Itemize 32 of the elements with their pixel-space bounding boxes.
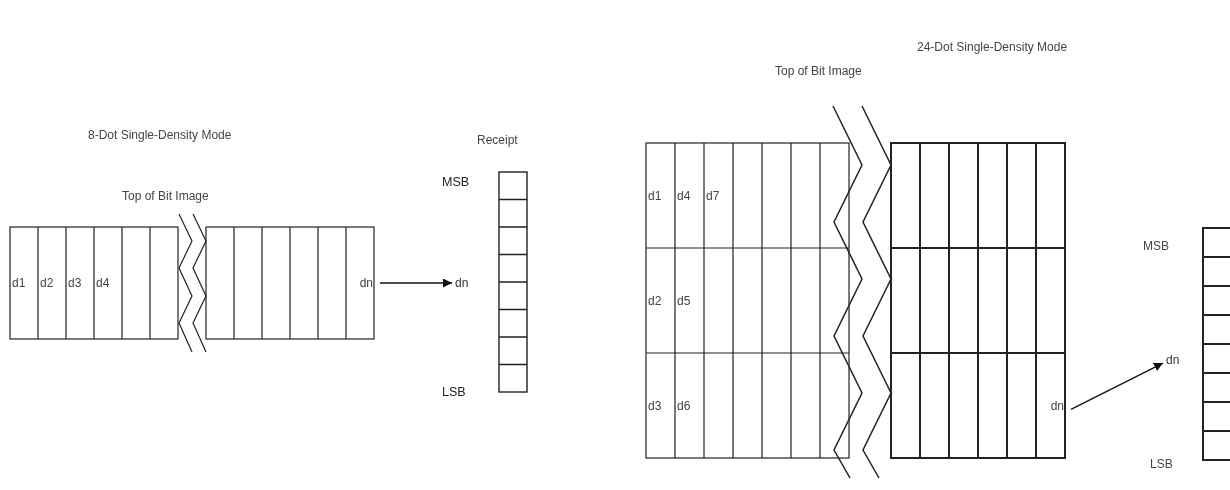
text-label: MSB <box>1143 239 1169 253</box>
dot-label: d5 <box>675 248 704 353</box>
dot-label: d7 <box>704 143 733 248</box>
bit-image-strip <box>206 227 374 339</box>
mode-title: 24-Dot Single-Density Mode <box>917 40 1068 54</box>
text-label: Receipt <box>477 133 518 147</box>
text-label: Top of Bit Image <box>122 189 209 203</box>
dot-label: d4 <box>94 227 122 339</box>
arrow <box>379 278 453 288</box>
receipt-bit-column <box>499 172 527 392</box>
dot-label: d1 <box>646 143 675 248</box>
dot-label: d6 <box>675 353 704 458</box>
dot-label: dn <box>1036 353 1065 458</box>
dot-label: d3 <box>646 353 675 458</box>
dot-label: d2 <box>38 227 66 339</box>
arrow <box>1070 362 1164 410</box>
receipt-bit-column <box>1203 228 1230 460</box>
bit-label: dn <box>455 276 469 290</box>
mode-title: 8-Dot Single-Density Mode <box>88 128 232 142</box>
dot-label: d4 <box>675 143 704 248</box>
text-label: LSB <box>442 385 466 399</box>
dot-label: d3 <box>66 227 94 339</box>
bit-image-grid <box>646 143 849 458</box>
bit-image-strip <box>10 227 178 339</box>
text-label: MSB <box>442 175 470 189</box>
text-label: Top of Bit Image <box>775 64 862 78</box>
dot-label: dn <box>346 227 374 339</box>
bit-image-grid <box>891 143 1065 458</box>
bit-label: dn <box>1166 353 1180 367</box>
dot-label: d1 <box>10 227 38 339</box>
dot-label: d2 <box>646 248 675 353</box>
text-label: LSB <box>1150 457 1173 471</box>
